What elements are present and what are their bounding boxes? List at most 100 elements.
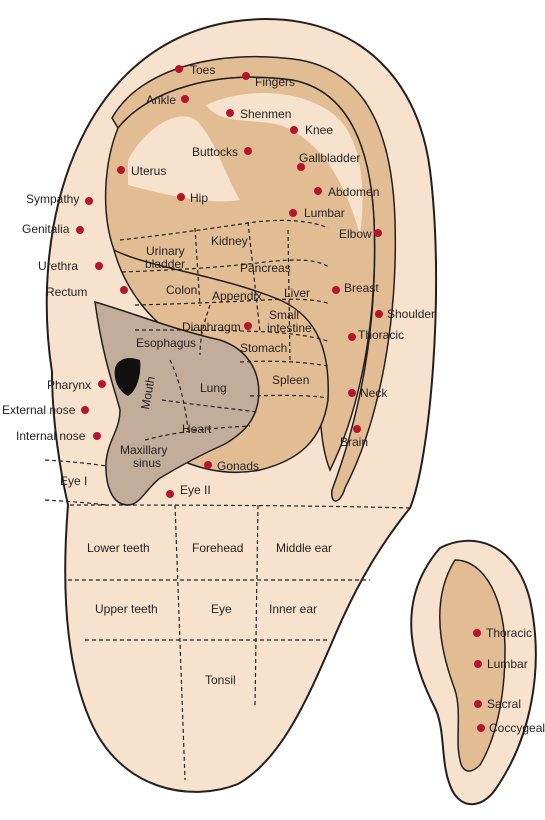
small-ear-points: Thoracic Lumbar Sacral Coccygeal bbox=[473, 626, 545, 735]
esophagus-zone-label: Esophagus bbox=[136, 336, 196, 350]
diaphragm-point bbox=[244, 322, 252, 330]
gonads-point bbox=[204, 461, 212, 469]
liver-zone-label: Liver bbox=[284, 286, 310, 300]
elbow-label: Elbow bbox=[339, 227, 372, 241]
eye-zone-label: Eye bbox=[211, 602, 232, 616]
shoulder-label: Shoulder bbox=[387, 307, 435, 321]
genitalia-point bbox=[76, 226, 84, 234]
gonads-label: Gonads bbox=[217, 459, 259, 473]
middle-ear-zone-label: Middle ear bbox=[276, 541, 332, 555]
small-intestine-zone-label-line1: Small bbox=[269, 308, 299, 322]
maxillary-sinus-zone-label-line1: Maxillary bbox=[120, 443, 167, 457]
lumbar-point bbox=[289, 209, 297, 217]
sympathy-point bbox=[85, 197, 93, 205]
eye-i-zone-label: Eye I bbox=[60, 474, 87, 488]
knee-point bbox=[290, 126, 298, 134]
fingers-label: Fingers bbox=[255, 75, 295, 89]
gallbladder-label: Gallbladder bbox=[299, 151, 360, 165]
small-thoracic-label: Thoracic bbox=[486, 626, 532, 640]
ankle-point bbox=[181, 95, 189, 103]
mouth-zone-label: Mouth bbox=[138, 375, 158, 410]
main-ear-points: Toes Fingers Ankle Shenmen Knee Buttocks… bbox=[2, 63, 435, 498]
small-sacral-point bbox=[474, 700, 482, 708]
eye-ii-point bbox=[166, 490, 174, 498]
neck-label: Neck bbox=[360, 386, 388, 400]
internal-nose-point bbox=[93, 432, 101, 440]
small-lumbar-point bbox=[474, 660, 482, 668]
genitalia-label: Genitalia bbox=[22, 222, 70, 236]
antitragus-tragus-region bbox=[94, 300, 260, 506]
buttocks-label: Buttocks bbox=[192, 145, 238, 159]
gallbladder-point bbox=[297, 163, 305, 171]
knee-label: Knee bbox=[305, 123, 333, 137]
upper-fossa bbox=[128, 116, 240, 202]
internal-nose-label: Internal nose bbox=[16, 429, 86, 443]
pharynx-label: Pharynx bbox=[47, 378, 91, 392]
forehead-zone-label: Forehead bbox=[192, 541, 243, 555]
abdomen-point bbox=[314, 187, 322, 195]
rectum-point bbox=[120, 286, 128, 294]
small-ear bbox=[410, 539, 537, 806]
mouth-shadow bbox=[114, 358, 141, 396]
external-nose-point bbox=[81, 406, 89, 414]
pharynx-point bbox=[98, 380, 106, 388]
toes-point bbox=[175, 65, 183, 73]
breast-label: Breast bbox=[344, 281, 379, 295]
zone-boundaries bbox=[44, 219, 411, 781]
lumbar-label: Lumbar bbox=[304, 206, 345, 220]
small-coccygeal-point bbox=[477, 724, 485, 732]
uterus-label: Uterus bbox=[131, 164, 166, 178]
toes-label: Toes bbox=[190, 63, 215, 77]
fingers-point bbox=[242, 72, 250, 80]
urethra-point bbox=[95, 262, 103, 270]
buttocks-point bbox=[244, 147, 252, 155]
kidney-zone-label: Kidney bbox=[211, 234, 248, 248]
neck-point bbox=[348, 389, 356, 397]
brain-label: Brain bbox=[340, 435, 368, 449]
pancreas-zone-label: Pancreas bbox=[240, 261, 291, 275]
ankle-label: Ankle bbox=[146, 93, 176, 107]
brain-point bbox=[353, 425, 361, 433]
stomach-zone-label: Stomach bbox=[240, 341, 287, 355]
bladder-zone-label: bladder bbox=[145, 257, 185, 271]
heart-zone-label: Heart bbox=[182, 422, 212, 436]
hip-point bbox=[177, 193, 185, 201]
diaphragm-label: Diaphragm bbox=[182, 320, 241, 334]
tonsil-zone-label: Tonsil bbox=[205, 673, 236, 687]
lobe-zones: Lower teeth Forehead Middle ear Upper te… bbox=[87, 541, 332, 687]
shoulder-point bbox=[375, 310, 383, 318]
small-thoracic-point bbox=[473, 629, 481, 637]
small-sacral-label: Sacral bbox=[487, 697, 521, 711]
maxillary-sinus-zone-label-line2: sinus bbox=[133, 456, 161, 470]
urethra-label: Urethra bbox=[38, 259, 78, 273]
lung-zone-label: Lung bbox=[200, 381, 227, 395]
small-ear-concha bbox=[439, 559, 506, 772]
small-intestine-zone-label-line2: intestine bbox=[267, 321, 312, 335]
sympathy-label: Sympathy bbox=[26, 192, 79, 206]
thoracic-point bbox=[348, 333, 356, 341]
shenmen-point bbox=[226, 109, 234, 117]
breast-point bbox=[332, 286, 340, 294]
abdomen-label: Abdomen bbox=[328, 185, 379, 199]
small-lumbar-label: Lumbar bbox=[487, 657, 528, 671]
inner-ear-zone-label: Inner ear bbox=[269, 602, 317, 616]
colon-zone-label: Colon bbox=[166, 283, 197, 297]
hip-label: Hip bbox=[190, 191, 208, 205]
uterus-point bbox=[117, 166, 125, 174]
external-nose-label: External nose bbox=[2, 403, 76, 417]
appendix-zone-label: Appendix bbox=[212, 289, 262, 303]
shenmen-label: Shenmen bbox=[240, 107, 291, 121]
lower-teeth-zone-label: Lower teeth bbox=[87, 541, 150, 555]
upper-teeth-zone-label: Upper teeth bbox=[95, 602, 158, 616]
main-ear bbox=[45, 18, 438, 793]
small-coccygeal-label: Coccygeal bbox=[489, 721, 545, 735]
thoracic-label: Thoracic bbox=[358, 328, 404, 342]
spleen-zone-label: Spleen bbox=[272, 373, 309, 387]
urinary-zone-label: Urinary bbox=[146, 244, 185, 258]
triangular-fossa bbox=[206, 93, 363, 235]
main-ear-zones: Kidney Urinary bladder Pancreas Colon Ap… bbox=[60, 234, 312, 488]
elbow-point bbox=[374, 229, 382, 237]
rectum-label: Rectum bbox=[46, 285, 87, 299]
eye-ii-label: Eye II bbox=[180, 483, 211, 497]
